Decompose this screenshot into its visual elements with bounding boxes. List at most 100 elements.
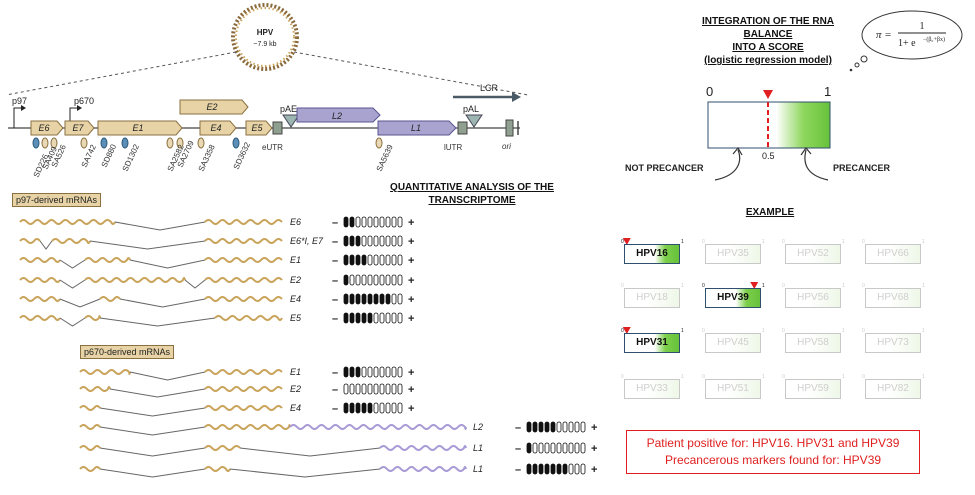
tile-max-label: 1: [842, 239, 845, 245]
tile-max-label: 1: [842, 328, 845, 334]
transcript-p670-1: E2–+: [79, 383, 414, 398]
hpv-tile-hpv82: HPV82: [865, 379, 921, 399]
exon-wave: [289, 424, 467, 430]
expression-pill: [379, 383, 385, 395]
intron-line: [129, 259, 206, 269]
intron-line: [119, 298, 206, 308]
exon-wave: [204, 369, 283, 375]
expression-pill: [391, 383, 397, 395]
tile-max-label: 1: [762, 239, 765, 245]
exon-wave: [79, 386, 111, 392]
exon-wave: [79, 466, 101, 472]
minus-sign: –: [332, 217, 338, 229]
exon-wave: [19, 296, 61, 302]
expression-pill: [379, 235, 385, 247]
transcript-p670-5: L1–+: [79, 463, 597, 478]
expression-pill: [391, 366, 397, 378]
svg-text:L2: L2: [332, 111, 342, 121]
minus-sign: –: [332, 367, 338, 379]
expression-pill: [379, 402, 385, 414]
tile-min-label: 0: [782, 239, 785, 245]
expression-pill: [526, 442, 532, 454]
p97-group-label: p97-derived mRNAs: [12, 193, 102, 207]
expression-pill: [397, 402, 403, 414]
intron-line: [59, 298, 101, 308]
transcript-gene-label: E4: [290, 403, 301, 413]
plus-sign: +: [408, 236, 414, 248]
expression-pill: [361, 274, 367, 286]
plus-sign: +: [408, 403, 414, 415]
expression-pill: [361, 402, 367, 414]
exon-wave: [204, 405, 283, 411]
expression-pill: [568, 421, 574, 433]
svg-text:E4: E4: [210, 123, 221, 133]
transcript-gene-label: E1: [290, 255, 301, 265]
expression-pill: [568, 442, 574, 454]
minus-sign: –: [332, 403, 338, 415]
plus-sign: +: [408, 294, 414, 306]
expression-pill: [397, 293, 403, 305]
tile-max-label: 1: [842, 374, 845, 380]
tile-min-label: 0: [621, 239, 624, 245]
expression-pill: [373, 366, 379, 378]
gene-L1: L1: [377, 120, 457, 136]
expression-pill: [355, 274, 361, 286]
expression-pill: [580, 421, 586, 433]
transcript-p97-0: E6–+: [19, 216, 414, 231]
tile-score-marker: [750, 282, 759, 289]
gene-E2: E2: [179, 99, 249, 115]
hpv-tile-label: HPV58: [797, 337, 829, 348]
expression-pill: [355, 235, 361, 247]
expression-pill: [379, 366, 385, 378]
expression-pill: [556, 463, 562, 475]
expression-pill: [562, 463, 568, 475]
expression-pill: [367, 254, 373, 266]
expression-pill: [397, 383, 403, 395]
expression-pill: [355, 402, 361, 414]
score-title-3: INTO A SCORE: [732, 42, 804, 53]
exon-wave: [84, 315, 101, 321]
transcript-rows: E6–+E6*I, E7–+E1–+E2–+E4–+E5–+E1–+E2–+E4…: [19, 216, 597, 478]
tile-max-label: 1: [681, 328, 684, 334]
expression-pill: [397, 366, 403, 378]
hpv-tile-hpv73: HPV73: [865, 333, 921, 353]
hpv-tile-label: HPV59: [797, 383, 829, 394]
expression-pill: [538, 421, 544, 433]
tile-min-label: 0: [621, 374, 624, 380]
tile-max-label: 1: [922, 239, 925, 245]
exon-wave: [79, 424, 101, 430]
hpv-tile-hpv33: HPV33: [624, 379, 680, 399]
ori-box: [505, 119, 514, 137]
hpv-tile-hpv35: HPV35: [705, 244, 761, 264]
promoter-pAE: pAE: [280, 104, 297, 114]
tile-score-marker: [622, 238, 631, 245]
tile-min-label: 0: [862, 328, 865, 334]
transcript-p670-0: E1–+: [79, 366, 414, 381]
intron-line: [114, 221, 206, 231]
promoter-p97: p97: [12, 96, 27, 106]
intron-line: [99, 407, 206, 417]
expression-pill: [397, 216, 403, 228]
expression-pill: [343, 366, 349, 378]
hpv-tile-hpv16: HPV16: [624, 244, 680, 264]
transcript-gene-label: E5: [290, 313, 302, 323]
expression-pill: [391, 254, 397, 266]
expression-pill: [367, 383, 373, 395]
expression-pill: [373, 254, 379, 266]
expression-pill: [343, 293, 349, 305]
intron-line: [229, 468, 381, 478]
expression-pill: [385, 312, 391, 324]
expression-pill: [538, 442, 544, 454]
expression-pill: [556, 421, 562, 433]
circle-size: ~7.9 kb: [253, 41, 276, 48]
formula-exponent: −(β₀+βx): [923, 36, 945, 43]
gene-L2: L2: [296, 107, 381, 123]
hpv-tile-hpv52: HPV52: [785, 244, 841, 264]
exon-wave: [19, 277, 61, 283]
result-box: Patient positive for: HPV16. HPV31 and H…: [626, 430, 920, 474]
exon-wave: [79, 369, 131, 375]
exon-wave: [379, 466, 467, 472]
score-title-2: BALANCE: [744, 29, 793, 40]
expression-pill: [349, 366, 355, 378]
transcript-p97-5: E5–+: [19, 312, 414, 327]
